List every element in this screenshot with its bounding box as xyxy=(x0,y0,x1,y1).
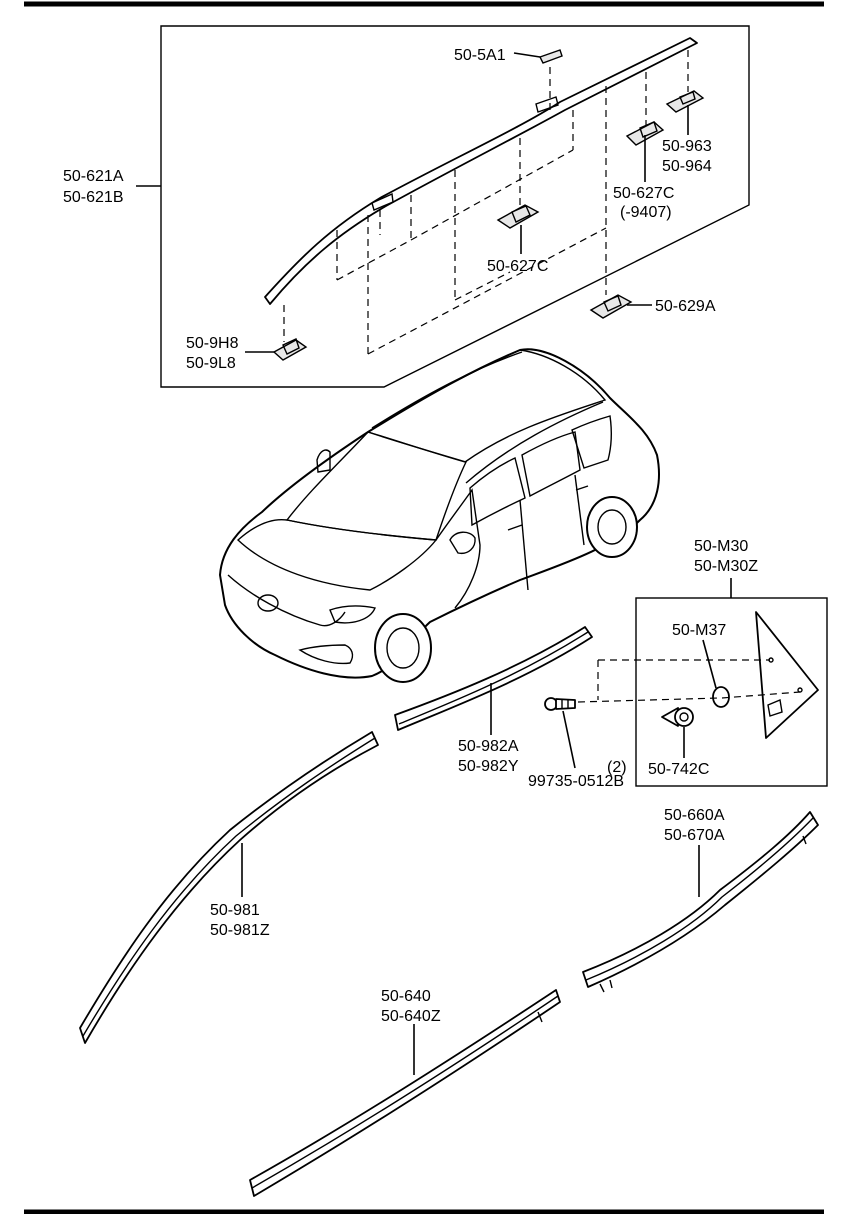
label-50-629a: 50-629A xyxy=(655,298,716,315)
rail-leaders xyxy=(136,52,689,353)
screw-99735-0512b[interactable] xyxy=(544,697,576,711)
clip-50-9h8[interactable] xyxy=(272,338,308,361)
label-50-963: 50-963 xyxy=(662,138,712,155)
label-50-742c: 50-742C xyxy=(648,761,709,778)
label-50-m37: 50-M37 xyxy=(672,622,726,639)
roof-rail-detail-box xyxy=(160,25,750,388)
roof-rail-part[interactable] xyxy=(264,37,698,305)
label-50-621b: 50-621B xyxy=(63,189,124,206)
molding-50-982a[interactable] xyxy=(394,626,593,731)
label-qty-2: (2) xyxy=(607,759,627,776)
label-50-660a: 50-660A xyxy=(664,807,725,824)
clip-50-963[interactable] xyxy=(665,90,705,113)
clip-50-627c-mid[interactable] xyxy=(496,204,540,229)
label-50-m30z: 50-M30Z xyxy=(694,558,758,575)
fastener-50-m37[interactable] xyxy=(712,686,730,708)
label-50-9h8: 50-9H8 xyxy=(186,335,239,352)
molding-50-660a[interactable] xyxy=(582,811,819,993)
label-50-m30: 50-M30 xyxy=(694,538,748,555)
label-50-640z: 50-640Z xyxy=(381,1008,441,1025)
label-50-627c-right: 50-627C xyxy=(613,185,674,202)
rail-dashed-guides xyxy=(283,50,689,355)
triangle-garnish-part[interactable] xyxy=(755,611,819,739)
label-50-621a: 50-621A xyxy=(63,168,124,185)
label-50-9l8: 50-9L8 xyxy=(186,355,236,372)
clip-50-5a1[interactable] xyxy=(539,49,563,64)
label-50-5a1: 50-5A1 xyxy=(454,47,506,64)
vehicle-illustration xyxy=(219,348,660,683)
label-50-640: 50-640 xyxy=(381,988,431,1005)
garnish-dashed-guides xyxy=(577,659,801,703)
clip-50-742c[interactable] xyxy=(661,707,694,727)
label-50-982a: 50-982A xyxy=(458,738,519,755)
garnish-detail-box xyxy=(635,578,828,787)
label-99735-0512b: 99735-0512B xyxy=(528,773,624,790)
label-50-981z: 50-981Z xyxy=(210,922,270,939)
label-50-964: 50-964 xyxy=(662,158,712,175)
label-50-982y: 50-982Y xyxy=(458,758,519,775)
label-50-981: 50-981 xyxy=(210,902,260,919)
molding-50-640[interactable] xyxy=(249,989,561,1197)
label-50-627c-right-note: (-9407) xyxy=(620,204,672,221)
label-50-627c-mid: 50-627C xyxy=(487,258,548,275)
molding-50-981[interactable] xyxy=(79,731,379,1044)
clip-50-627c-right[interactable] xyxy=(625,121,665,146)
clip-50-629a[interactable] xyxy=(589,294,633,319)
label-50-670a: 50-670A xyxy=(664,827,725,844)
garnish-leaders xyxy=(562,639,717,769)
